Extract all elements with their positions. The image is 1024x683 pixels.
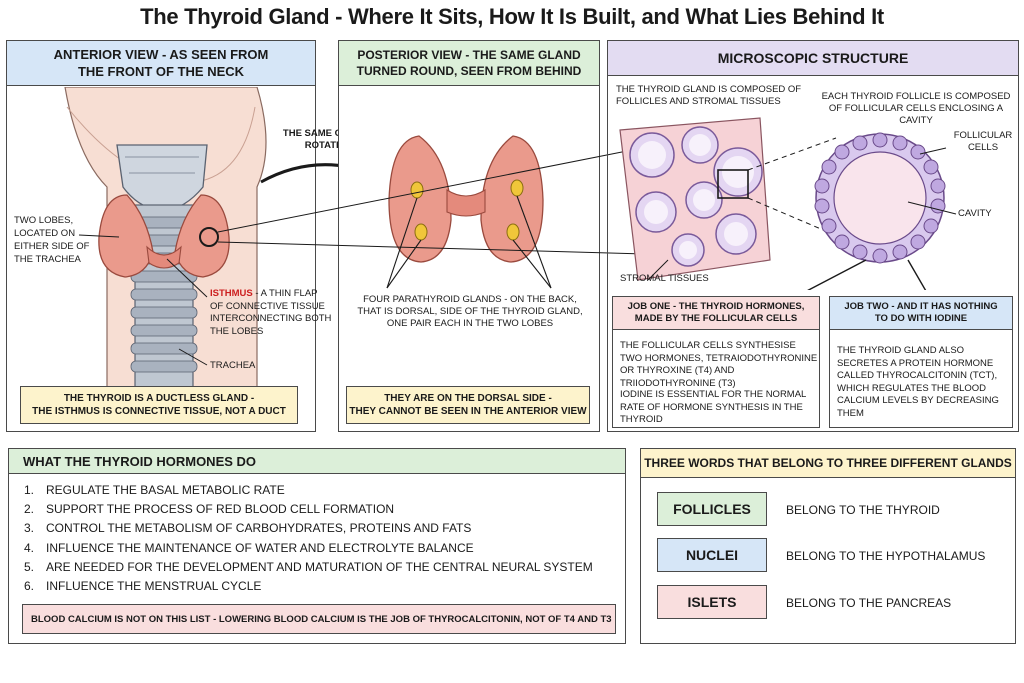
list-item-number: 4. — [24, 540, 35, 555]
list-item-text: SUPPORT THE PROCESS OF RED BLOOD CELL FO… — [46, 502, 395, 517]
list-item-text: INFLUENCE THE MENSTRUAL CYCLE — [46, 579, 262, 594]
posterior-note: THEY ARE ON THE DORSAL SIDE - THEY CANNO… — [346, 386, 590, 424]
follicular-cells-label: FOLLICULAR CELLS — [948, 130, 1018, 154]
job1-title-line1: JOB ONE - THE THYROID HORMONES, — [627, 301, 805, 312]
list-item: 4. INFLUENCE THE MAINTENANCE OF WATER AND… — [24, 539, 620, 558]
posterior-left-lobe — [388, 135, 452, 263]
posterior-right-lobe — [480, 135, 544, 263]
list-item: 3. CONTROL THE METABOLISM OF CARBOHYDRATE… — [24, 519, 620, 538]
posterior-note-line2: THEY CANNOT BE SEEN IN THE ANTERIOR VIEW — [349, 406, 587, 417]
lobes-label: TWO LOBES, LOCATED ON EITHER SIDE OF THE… — [14, 215, 90, 265]
anterior-header-line1: ANTERIOR VIEW - AS SEEN FROM — [53, 47, 269, 62]
rotation-label-line2: ROTATED — [304, 140, 350, 151]
enlarged-follicle — [814, 132, 946, 264]
job1-text2: IODINE IS ESSENTIAL FOR THE NORMAL RATE … — [620, 389, 806, 425]
anterior-note-line2: THE ISTHMUS IS CONNECTIVE TISSUE, NOT A … — [32, 406, 286, 417]
cavity-label: CAVITY — [958, 208, 992, 219]
list-item-text: INFLUENCE THE MAINTENANCE OF WATER AND E… — [46, 540, 474, 555]
parathyroid-glands — [410, 179, 524, 241]
posterior-isthmus — [446, 189, 486, 217]
follicle-desc-label: EACH THYROID FOLLICLE IS COMPOSED OF FOL… — [821, 91, 1011, 126]
list-item-number: 6. — [24, 579, 35, 594]
hormones-note: BLOOD CALCIUM IS NOT ON THIS LIST - LOWE… — [22, 604, 616, 634]
job2-header: JOB TWO - AND IT HAS NOTHING TO DO WITH … — [829, 296, 1013, 330]
words-header: THREE WORDS THAT BELONG TO THREE DIFFERE… — [640, 448, 1016, 478]
list-item-number: 5. — [24, 559, 35, 574]
posterior-note-line1: THEY ARE ON THE DORSAL SIDE - — [384, 393, 552, 404]
list-item: 6. INFLUENCE THE MENSTRUAL CYCLE — [24, 577, 620, 596]
job1-title-line2: MADE BY THE FOLLICULAR CELLS — [634, 313, 798, 324]
list-item: 5. ARE NEEDED FOR THE DEVELOPMENT AND MAT… — [24, 558, 620, 577]
job2-title-line2: TO DO WITH IODINE — [874, 313, 968, 324]
list-item-text: REGULATE THE BASAL METABOLIC RATE — [46, 483, 285, 497]
word-follicles-desc: BELONG TO THE THYROID — [786, 503, 940, 517]
composed-label: THE THYROID GLAND IS COMPOSED OF FOLLICL… — [616, 84, 802, 107]
posterior-header-line1: POSTERIOR VIEW - THE SAME GLAND — [357, 48, 581, 62]
hormones-header: WHAT THE THYROID HORMONES DO — [8, 448, 626, 474]
page-title: The Thyroid Gland - Where It Sits, How I… — [140, 4, 884, 29]
word-nuclei: NUCLEI — [657, 538, 767, 572]
job2-body — [829, 330, 1013, 428]
posterior-panel — [338, 40, 600, 432]
word-nuclei-desc: BELONG TO THE HYPOTHALAMUS — [786, 549, 986, 563]
posterior-illustration — [386, 135, 552, 289]
micro-illustration — [619, 117, 957, 290]
anterior-header-line2: THE FRONT OF THE NECK — [77, 64, 245, 79]
isthmus-label: ISTHMUS - A THIN FLAP OF CONNECTIVE TISS… — [210, 288, 332, 338]
list-item: 1. REGULATE THE BASAL METABOLIC RATE — [24, 481, 620, 500]
job1-body — [612, 330, 820, 428]
thyroid-left-lobe — [98, 194, 154, 278]
list-item-text: CONTROL THE METABOLISM OF CARBOHYDRATES,… — [46, 521, 472, 536]
zoom-square — [717, 169, 749, 199]
anterior-note-line1: THE THYROID IS A DUCTLESS GLAND - — [63, 393, 255, 404]
micro-header: MICROSCOPIC STRUCTURE — [607, 40, 1019, 76]
list-item-text: ARE NEEDED FOR THE DEVELOPMENT AND MATUR… — [46, 559, 593, 574]
anterior-header: ANTERIOR VIEW - AS SEEN FROM THE FRONT O… — [6, 40, 316, 86]
follicular-cells-line1: FOLLICULAR — [953, 130, 1013, 141]
list-item-number: 1. — [24, 483, 35, 497]
zoom-circle — [199, 227, 219, 247]
isthmus-desc: - A THIN FLAP OF CONNECTIVE TISSUE INTER… — [210, 288, 332, 337]
job1-text1: THE FOLLICULAR CELLS SYNTHESISE TWO HORM… — [620, 340, 818, 389]
list-item-number: 3. — [24, 521, 35, 536]
isthmus-term: ISTHMUS — [210, 288, 253, 299]
thyroid-right-lobe — [174, 194, 230, 278]
follicle-cavity — [833, 151, 927, 245]
job1-header: JOB ONE - THE THYROID HORMONES, MADE BY … — [612, 296, 820, 330]
trachea-label: TRACHEA — [210, 360, 256, 371]
job2-text: THE THYROID GLAND ALSO SECRETES A PROTEI… — [837, 345, 999, 419]
hormones-list: 1. REGULATE THE BASAL METABOLIC RATE 2. SU… — [24, 481, 620, 596]
job2-title-line1: JOB TWO - AND IT HAS NOTHING — [844, 301, 998, 312]
list-item-number: 2. — [24, 502, 35, 517]
rotation-label: THE SAME GLAND, ROTATED — [268, 128, 386, 152]
parathyroid-label: FOUR PARATHYROID GLANDS - ON THE BACK, T… — [357, 294, 583, 329]
word-islets-desc: BELONG TO THE PANCREAS — [786, 596, 952, 610]
word-follicles: FOLLICLES — [657, 492, 767, 526]
list-item: 2. SUPPORT THE PROCESS OF RED BLOOD CELL … — [24, 500, 620, 519]
thyroid-isthmus — [146, 245, 182, 269]
posterior-header-line2: TURNED ROUND, SEEN FROM BEHIND — [356, 64, 582, 78]
follicular-cells-line2: CELLS — [967, 142, 999, 153]
word-islets: ISLETS — [657, 585, 767, 619]
rotation-label-line1: THE SAME GLAND, — [282, 128, 372, 139]
anterior-note: THE THYROID IS A DUCTLESS GLAND - THE IS… — [20, 386, 298, 424]
anterior-illustration — [64, 87, 267, 387]
posterior-header: POSTERIOR VIEW - THE SAME GLAND TURNED R… — [338, 40, 600, 86]
stromal-label: STROMAL TISSUES — [620, 273, 709, 284]
